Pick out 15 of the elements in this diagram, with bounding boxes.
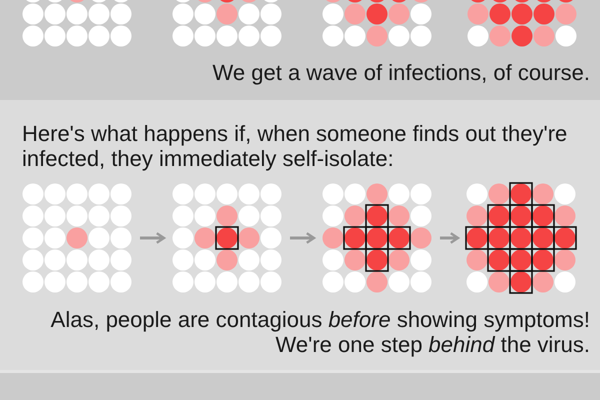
dot-grid-drawing [320, 0, 434, 49]
arrow [140, 232, 166, 244]
dot-grid-drawing [464, 181, 578, 295]
dot-grid-drawing [170, 181, 284, 295]
caption-text: We get a wave of infections, of course. [212, 60, 590, 85]
arrow [290, 232, 316, 244]
dot-grid-drawing [465, 0, 579, 49]
caption-text: We're one step behind the virus. [276, 332, 590, 357]
dot-grid-drawing [170, 0, 284, 49]
dot-grid-drawing [320, 181, 434, 295]
caption-text: Alas, people are contagious before showing symptoms! [50, 307, 590, 332]
arrow [440, 232, 460, 244]
dot-grid-drawing [20, 0, 134, 49]
intro-text: Here's what happens if, when someone finds out they're infected, they immediately self-isolate: [22, 121, 568, 171]
dot-grid-drawing [20, 181, 134, 295]
